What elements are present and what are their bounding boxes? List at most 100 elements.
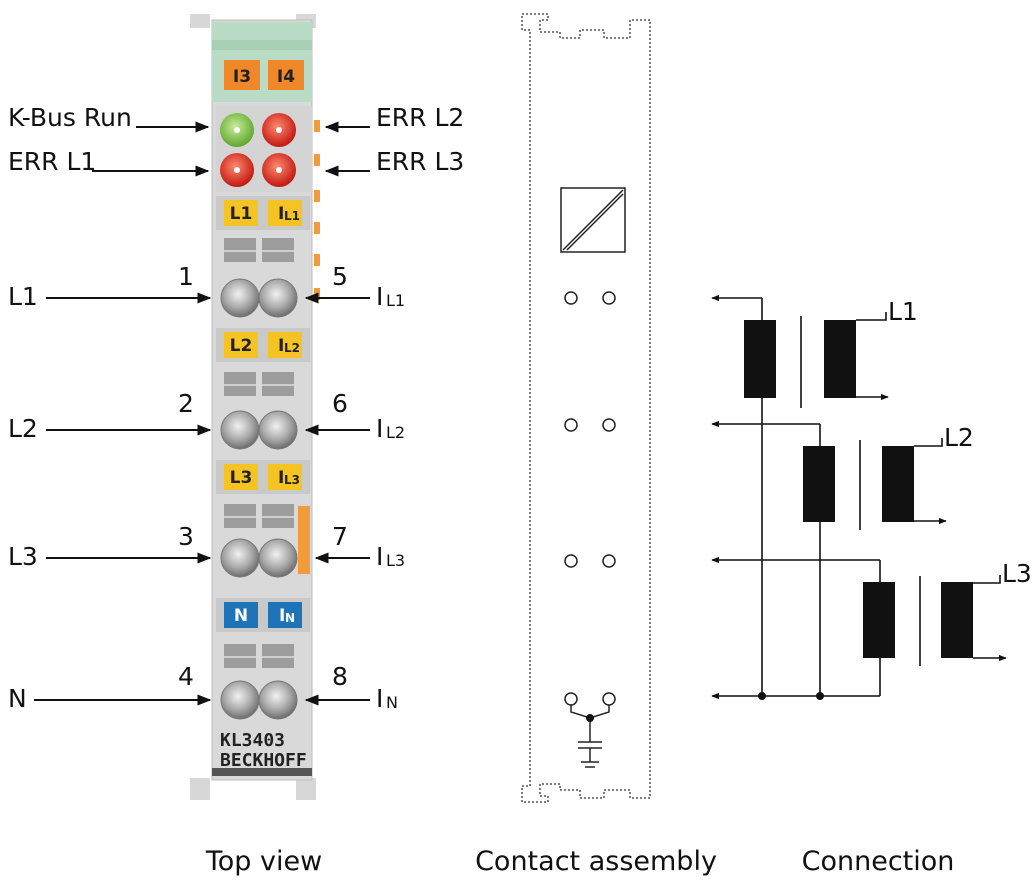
connection-label-l1: L1 <box>888 297 918 326</box>
wire-entry-6 <box>258 410 298 450</box>
contact-point <box>602 692 616 706</box>
left-signal-n: N <box>8 684 27 713</box>
junction-dot <box>758 692 766 700</box>
side-tick <box>314 120 320 132</box>
rail-clip-top-left <box>190 14 210 28</box>
bottom-stripe <box>212 768 312 776</box>
wire-entry-2 <box>220 410 260 450</box>
led-err-l1-dot <box>234 167 240 173</box>
contact-outline <box>521 13 651 803</box>
left-signal-l1: L1 <box>8 282 38 311</box>
right-signal-il1-main: I <box>376 282 383 311</box>
tag-in <box>268 602 302 628</box>
connection-label-l2: L2 <box>944 423 974 452</box>
terminal-module: I3 I4 L1 I L1 L2 <box>190 14 320 800</box>
left-signal-l2: L2 <box>8 414 38 443</box>
wire-entry-5 <box>258 278 298 318</box>
secondary-top-l1 <box>856 312 887 321</box>
terminal-number-1: 1 <box>178 262 194 291</box>
secondary-top-l2 <box>914 438 943 447</box>
led-kbus-run-dot <box>234 127 240 133</box>
terminal-number-5: 5 <box>332 262 348 291</box>
caption-contact-assembly: Contact assembly <box>475 846 717 877</box>
contact-point <box>564 554 578 568</box>
right-signal-il2-main: I <box>376 414 383 443</box>
header-tag-i4 <box>268 60 304 90</box>
converter-diagonal <box>562 189 624 251</box>
wire-entry-1 <box>220 278 260 318</box>
led-annotations: K-Bus Run ERR L1 ERR L2 ERR L3 <box>8 103 464 177</box>
tag-l1 <box>224 200 258 226</box>
wire-entry-8 <box>258 680 298 720</box>
caption-connection: Connection <box>802 846 955 877</box>
caption-top-view: Top view <box>205 846 322 877</box>
tag-il3-main: I <box>278 468 284 488</box>
contact-point <box>564 692 578 706</box>
tag-il1-sub: L1 <box>284 209 300 223</box>
secondary-top-l3 <box>973 575 1001 584</box>
tag-il2-sub: L2 <box>284 341 300 355</box>
wire-entry-7 <box>258 538 298 578</box>
contact-details <box>560 187 626 768</box>
spring-opening-line <box>262 656 294 658</box>
spring-opening-line <box>224 250 256 252</box>
label-err-l2: ERR L2 <box>376 103 464 132</box>
label-kbus-run: K-Bus Run <box>8 103 132 132</box>
side-tick <box>314 254 320 266</box>
left-signal-l3: L3 <box>8 542 38 571</box>
rail-clip-bottom-right <box>296 778 316 800</box>
contact-point <box>602 554 616 568</box>
terminal-number-8: 8 <box>332 662 348 691</box>
primary-coil-l2 <box>803 446 835 522</box>
secondary-coil-l3 <box>941 582 973 658</box>
tag-l3 <box>224 464 258 490</box>
right-signal-il1-sub: L1 <box>386 291 405 310</box>
primary-coil-l1 <box>744 320 776 398</box>
tag-il3-sub: L3 <box>284 473 300 487</box>
wire-entry-3 <box>220 538 260 578</box>
spring-opening-line <box>262 516 294 518</box>
right-signal-in-sub: N <box>386 693 398 712</box>
right-signal-annotations: 5 I L1 6 I L2 7 I L3 8 I N <box>304 262 405 713</box>
led-err-l3-dot <box>276 167 282 173</box>
tag-n <box>224 602 258 628</box>
terminal-number-2: 2 <box>178 389 194 418</box>
model-number: KL3403 <box>220 730 285 751</box>
tag-l1-label: L1 <box>230 204 253 224</box>
spring-opening-line <box>224 384 256 386</box>
spring-opening-line <box>262 384 294 386</box>
side-tick <box>314 222 320 234</box>
left-signal-annotations: L1 1 L2 2 L3 3 N 4 <box>8 262 212 713</box>
brand-name: BECKHOFF <box>220 750 307 771</box>
tag-in-sub: N <box>285 611 295 625</box>
header-tag-i3 <box>224 60 260 90</box>
converter-symbol <box>560 187 626 253</box>
tag-in-main: I <box>279 606 285 626</box>
tag-l2 <box>224 332 258 358</box>
led-err-l2-dot <box>276 127 282 133</box>
ground-node <box>586 714 594 722</box>
contact-point <box>564 291 578 305</box>
right-signal-il2-sub: L2 <box>386 423 405 442</box>
primary-coil-l3 <box>863 582 895 658</box>
terminal-number-3: 3 <box>178 522 194 551</box>
header-stripe <box>212 40 312 50</box>
tag-il1 <box>268 200 302 226</box>
tag-n-label: N <box>234 606 248 626</box>
contact-point <box>602 291 616 305</box>
contact-point <box>602 418 616 432</box>
wire-entry-4 <box>220 680 260 720</box>
spring-opening-line <box>262 250 294 252</box>
terminal-number-7: 7 <box>332 522 348 551</box>
contact-assembly <box>521 13 651 803</box>
terminal-number-4: 4 <box>178 662 194 691</box>
right-signal-in-main: I <box>376 684 383 713</box>
tag-il2-main: I <box>278 336 284 356</box>
orange-side-bar <box>298 506 310 574</box>
secondary-coil-l1 <box>824 320 856 398</box>
tag-l2-label: L2 <box>230 336 253 356</box>
label-err-l1: ERR L1 <box>8 147 96 176</box>
label-err-l3: ERR L3 <box>376 147 464 176</box>
header-tag-i4-label: I4 <box>277 67 295 87</box>
right-signal-il3-sub: L3 <box>386 551 405 570</box>
